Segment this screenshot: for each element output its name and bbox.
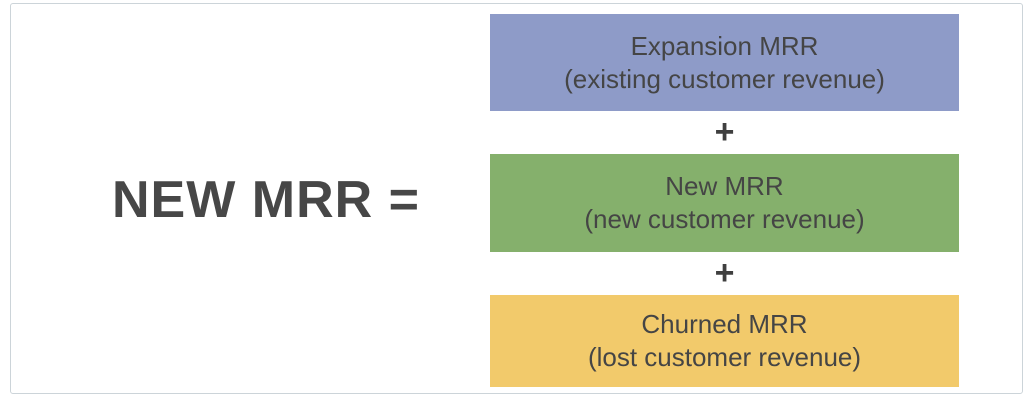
new-mrr-box: New MRR (new customer revenue) <box>490 154 959 252</box>
expansion-mrr-box: Expansion MRR (existing customer revenue… <box>490 14 959 111</box>
plus-operator-2: + <box>714 254 735 292</box>
formula-terms-stack: Expansion MRR (existing customer revenue… <box>490 14 959 387</box>
new-mrr-sublabel: (new customer revenue) <box>584 204 865 234</box>
new-mrr-label: New MRR <box>665 171 784 201</box>
expansion-mrr-sublabel: (existing customer revenue) <box>564 63 885 94</box>
plus-operator-1: + <box>714 113 735 151</box>
formula-heading: NEW MRR = <box>112 171 420 229</box>
churned-mrr-label: Churned MRR <box>641 309 808 339</box>
expansion-mrr-label: Expansion MRR <box>630 30 819 61</box>
formula-card: NEW MRR = Expansion MRR (existing custom… <box>10 3 1023 394</box>
churned-mrr-box: Churned MRR (lost customer revenue) <box>490 295 959 387</box>
churned-mrr-sublabel: (lost customer revenue) <box>587 342 862 372</box>
